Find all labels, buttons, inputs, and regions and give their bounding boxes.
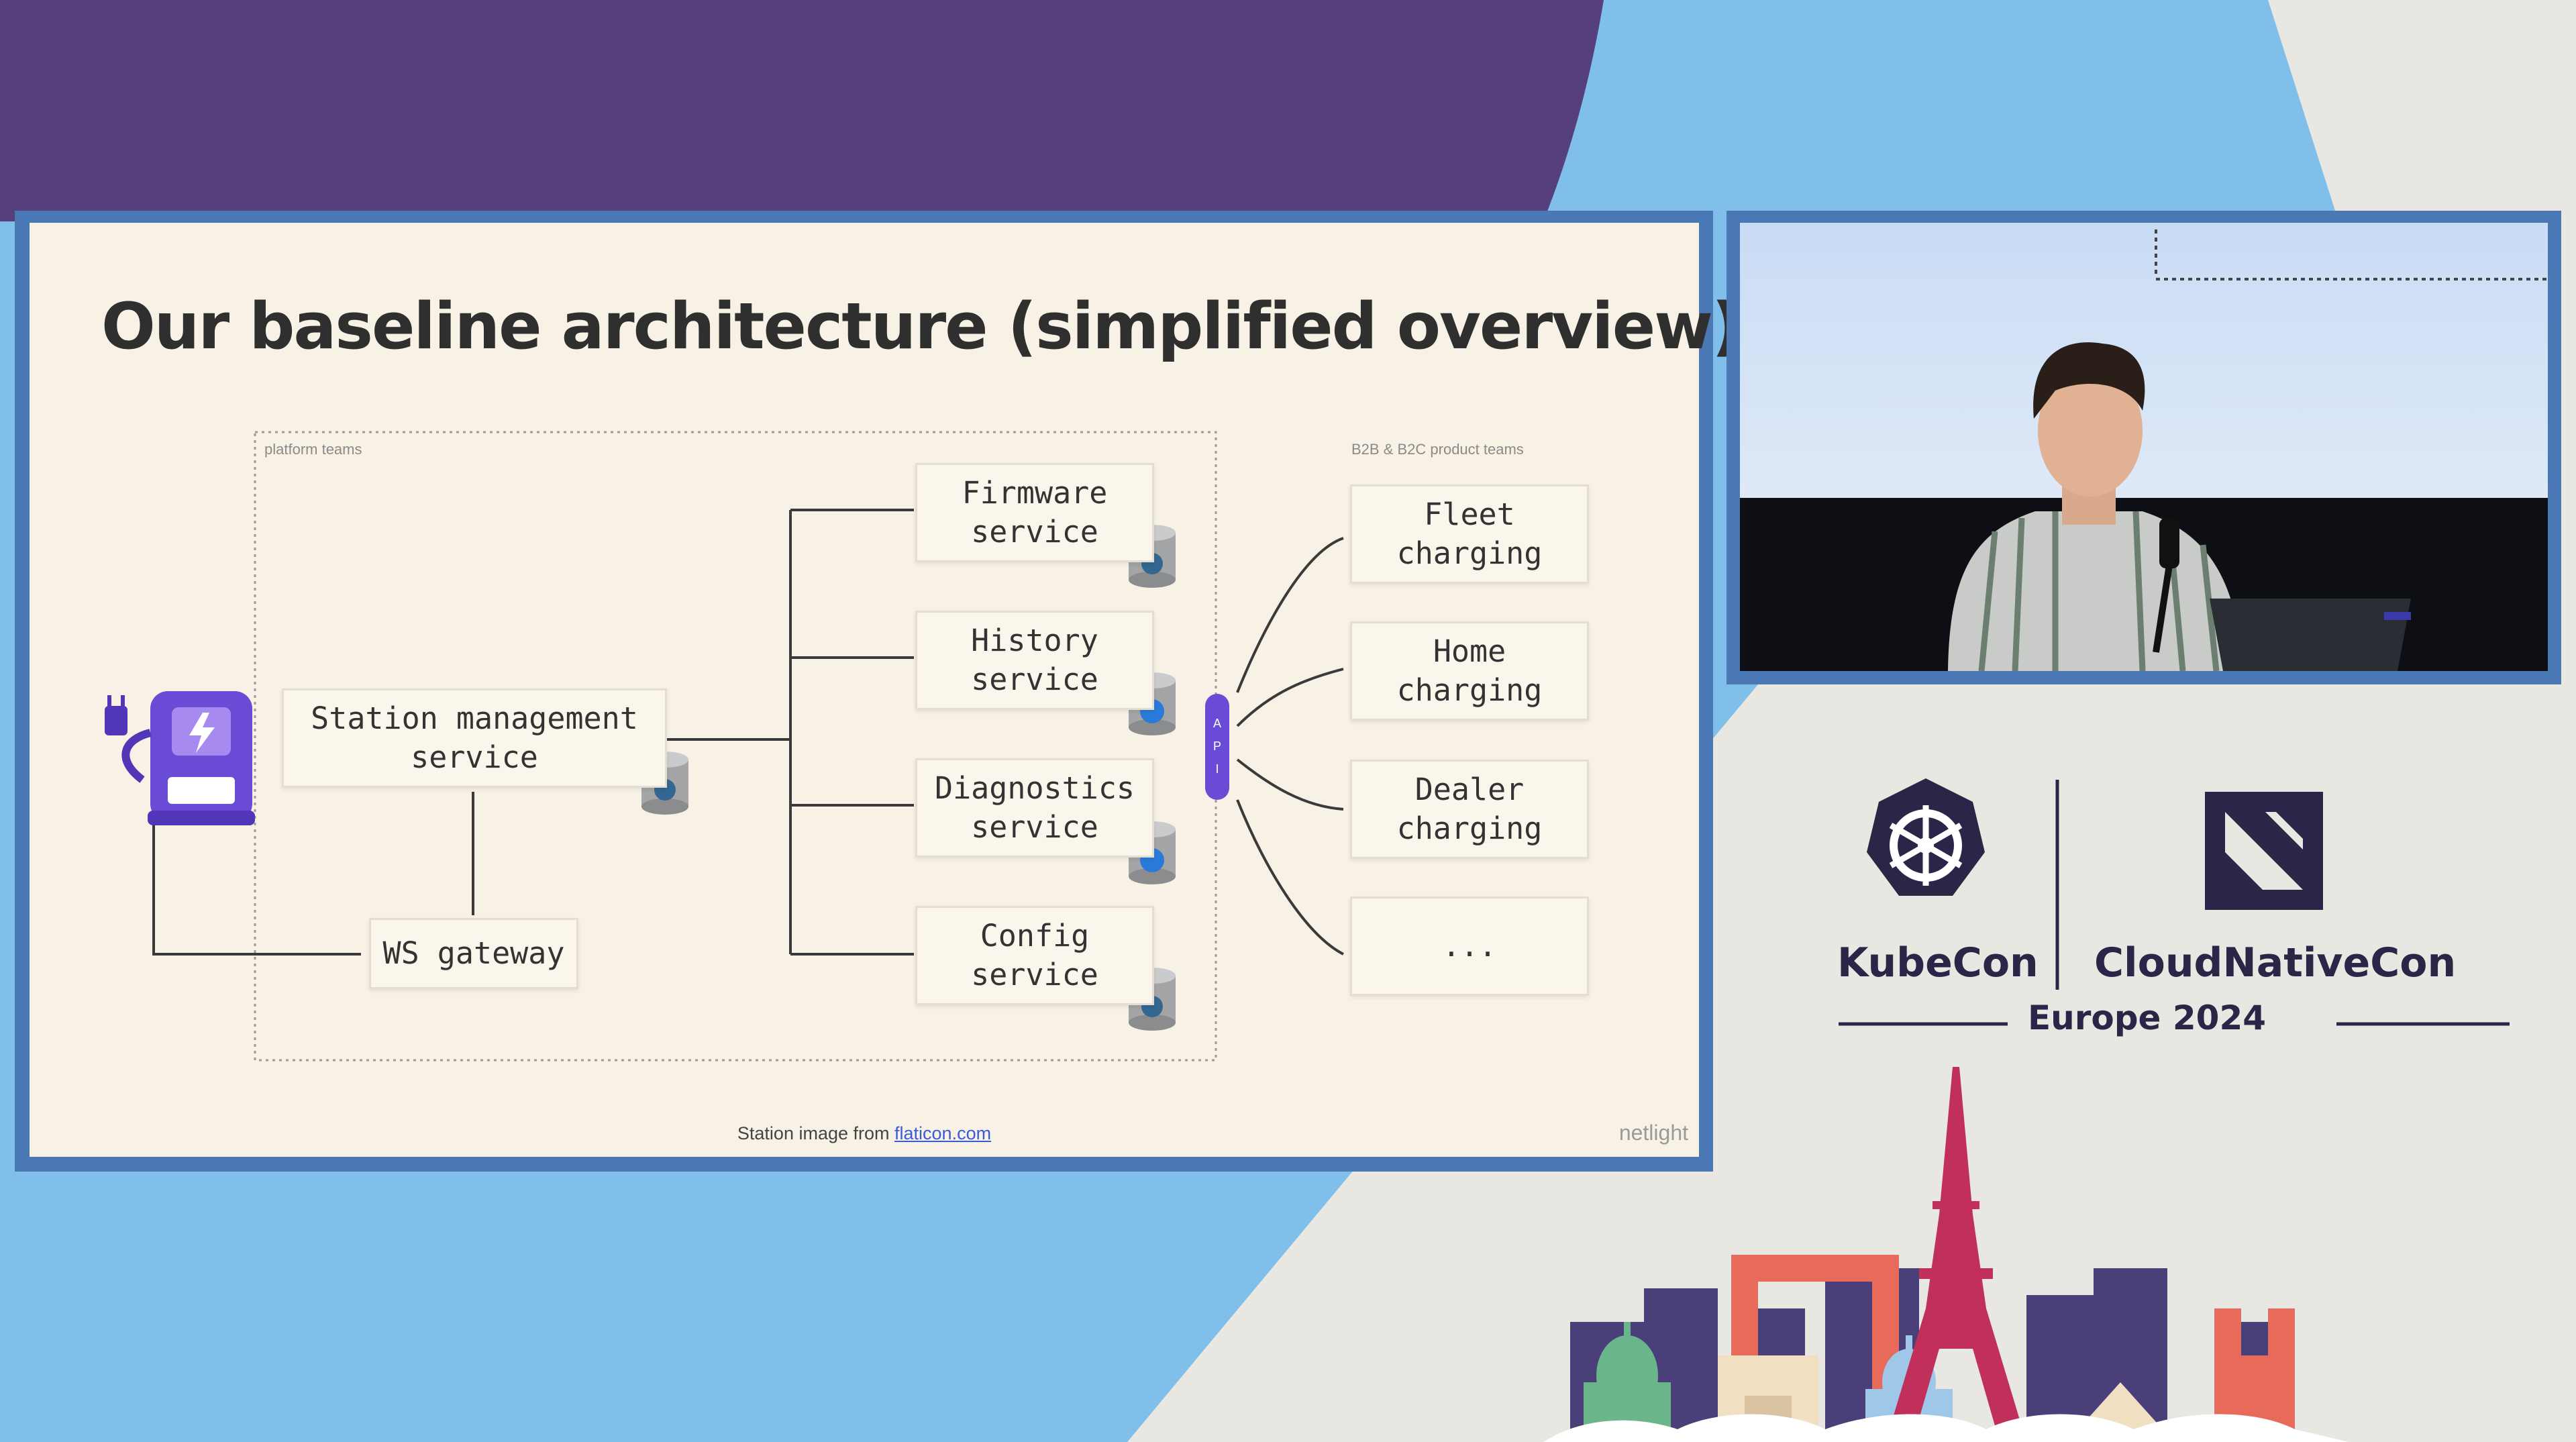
event-logo-marks	[1839, 778, 2510, 1026]
api-letter-i: I	[1215, 762, 1219, 776]
dealer-charging-box: Dealer charging	[1350, 760, 1589, 859]
api-gateway-pill	[1205, 694, 1229, 800]
api-to-fleet-line	[1236, 537, 1344, 693]
history-service-box: History service	[915, 611, 1154, 710]
more-products-box: ...	[1350, 896, 1589, 996]
api-to-home-line	[1236, 668, 1344, 727]
slide-title: Our baseline architecture (simplified ov…	[101, 290, 1741, 364]
api-to-more-line	[1236, 799, 1344, 956]
eiffel-tower	[1886, 1067, 2026, 1442]
laptop	[2210, 599, 2411, 671]
api-letter-a: A	[1213, 717, 1221, 730]
image-credit: Station image from flaticon.com	[30, 1123, 1699, 1144]
station-charger-to-ws-line	[152, 808, 361, 956]
speaker-video	[1740, 223, 2548, 671]
config-service-box: Config service	[915, 906, 1154, 1005]
fleet-charging-box: Fleet charging	[1350, 484, 1589, 584]
api-to-dealer-line	[1236, 758, 1344, 811]
event-edition: Europe 2024	[2028, 998, 2267, 1037]
footnote-prefix: Station image from	[737, 1123, 895, 1143]
flaticon-link[interactable]: flaticon.com	[894, 1123, 992, 1143]
charging-station-icon	[105, 691, 255, 825]
netlight-logo: netlight	[1618, 1121, 1688, 1145]
api-letter-p: P	[1213, 739, 1221, 753]
platform-teams-label: platform teams	[264, 441, 362, 458]
speaker-figure	[1948, 342, 2243, 671]
home-charging-box: Home charging	[1350, 621, 1589, 721]
kubecon-wordmark: KubeCon	[1837, 939, 2039, 986]
ws-gateway-box: WS gateway	[369, 918, 578, 989]
firmware-service-box: Firmware service	[915, 463, 1154, 562]
product-teams-label: B2B & B2C product teams	[1351, 441, 1524, 458]
kubernetes-helm-icon	[1867, 778, 1985, 896]
cncf-icon	[2205, 792, 2323, 910]
paris-skyline-illustration	[1543, 1067, 2349, 1442]
presentation-slide: Our baseline architecture (simplified ov…	[30, 223, 1741, 1157]
station-management-service-box: Station management service	[282, 688, 667, 788]
cloud-band	[1543, 1414, 2349, 1442]
cloudnativecon-wordmark: CloudNativeCon	[2094, 939, 2457, 986]
diagnostics-service-box: Diagnostics service	[915, 758, 1154, 858]
architecture-diagram: A P I	[105, 431, 1344, 1062]
